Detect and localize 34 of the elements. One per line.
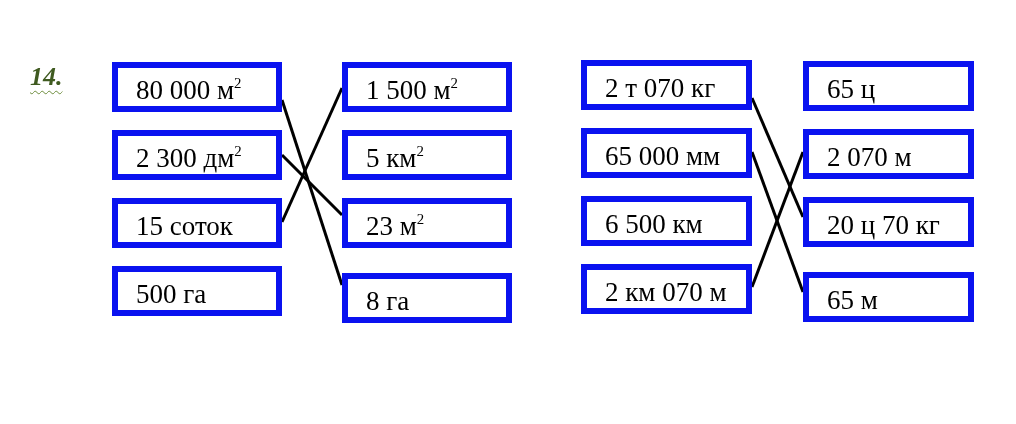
- value-card: [112, 62, 282, 112]
- quantity-text: 1 500 м$^{2}$: [366, 76, 458, 104]
- quantity-text: 23 м$^{2}$: [366, 212, 425, 240]
- quantity-text: 6 500 км: [605, 210, 703, 238]
- quantity-text: 2 км 070 м: [605, 278, 727, 306]
- exercise-number: 14.: [30, 62, 63, 92]
- quantity-text: 2 т 070 кг: [605, 74, 716, 102]
- value-card: [342, 62, 512, 112]
- value-card: [803, 272, 974, 322]
- quantity-text: 500 га: [136, 280, 207, 308]
- quantity-text: 20 ц 70 кг: [827, 211, 940, 239]
- value-card: [803, 61, 974, 111]
- quantity-text: 15 соток: [136, 212, 233, 240]
- quantity-text: 2 070 м: [827, 143, 912, 171]
- value-card: [112, 130, 282, 180]
- quantity-text: 80 000 м$^{2}$: [136, 76, 242, 104]
- value-card: [803, 197, 974, 247]
- value-card: [112, 266, 282, 316]
- quantity-text: 65 000 мм: [605, 142, 721, 170]
- value-card: [581, 128, 752, 178]
- quantity-text: 65 м: [827, 286, 878, 314]
- quantity-text: 5 км$^{2}$: [366, 144, 424, 172]
- quantity-text: 2 300 дм$^{2}$: [136, 144, 242, 172]
- value-card: [581, 196, 752, 246]
- connector-line: [280, 99, 344, 286]
- value-card: [342, 130, 512, 180]
- value-card: [112, 198, 282, 248]
- value-card: [803, 129, 974, 179]
- value-card: [581, 264, 752, 314]
- value-card: [581, 60, 752, 110]
- value-card: [342, 198, 512, 248]
- quantity-text: 65 ц: [827, 75, 876, 103]
- value-card: [342, 273, 512, 323]
- quantity-text: 8 га: [366, 287, 410, 315]
